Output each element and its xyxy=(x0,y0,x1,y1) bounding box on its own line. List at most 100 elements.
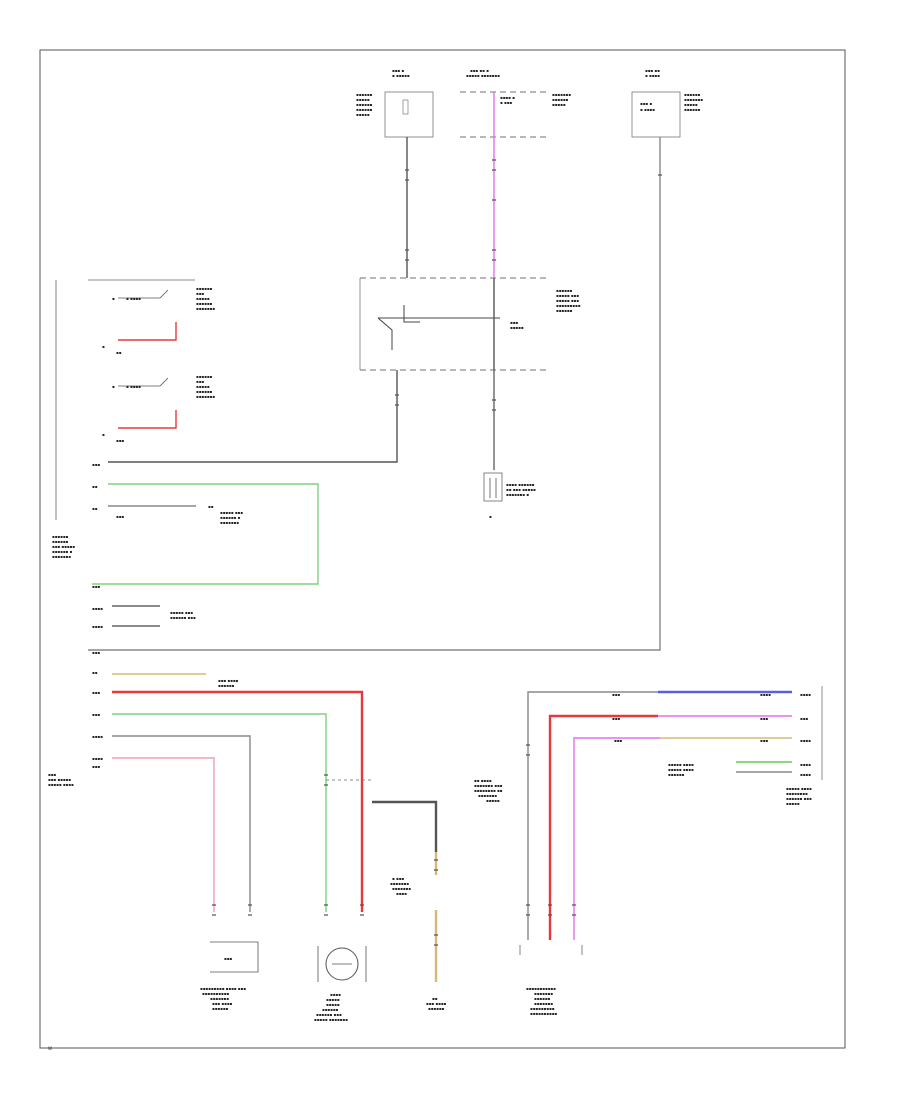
svg-text:▪▪▪▪▪▪▪: ▪▪▪▪▪▪▪ xyxy=(684,97,703,102)
svg-text:▪▪▪▪▪▪: ▪▪▪▪▪▪ xyxy=(684,107,701,112)
svg-text:▪▪▪▪▪▪▪: ▪▪▪▪▪▪▪ xyxy=(552,92,571,97)
svg-text:▪▪▪▪ ▪: ▪▪▪▪ ▪ xyxy=(500,95,515,100)
svg-text:▪▪▪▪▪ ▪▪▪: ▪▪▪▪▪ ▪▪▪ xyxy=(220,510,243,515)
svg-text:▪▪▪▪▪▪▪: ▪▪▪▪▪▪▪ xyxy=(534,1001,553,1006)
fuse-box-center: ▪▪▪ ▪▪ ▪ ▪▪▪▪▪ ▪▪▪▪▪▪▪ ▪▪▪▪ ▪ ▪ ▪▪▪ ▪▪▪▪… xyxy=(460,68,571,138)
wire-ecu-green xyxy=(112,713,327,912)
wire-ecu-pink xyxy=(112,757,215,912)
svg-text:▪▪▪▪▪: ▪▪▪▪▪ xyxy=(552,102,566,107)
svg-text:▪▪▪▪▪ ▪▪▪▪: ▪▪▪▪▪ ▪▪▪▪ xyxy=(668,767,694,772)
svg-text:▪▪: ▪▪ xyxy=(92,506,98,511)
svg-text:▪▪▪: ▪▪▪ xyxy=(614,738,622,743)
svg-text:▪▪▪ ▪▪ ▪: ▪▪▪ ▪▪ ▪ xyxy=(470,68,489,73)
svg-text:▪▪▪▪▪: ▪▪▪▪▪ xyxy=(326,1002,340,1007)
wire-center-black xyxy=(372,800,438,852)
svg-text:▪▪▪: ▪▪▪ xyxy=(760,738,768,743)
svg-text:▪▪▪▪▪: ▪▪▪▪▪ xyxy=(786,801,800,806)
svg-text:▪▪▪▪▪ ▪▪▪▪▪▪▪: ▪▪▪▪▪ ▪▪▪▪▪▪▪ xyxy=(466,73,500,78)
ground-symbol: ▪▪▪▪ ▪▪▪▪▪▪ ▪▪ ▪▪▪ ▪▪▪▪▪ ▪▪▪▪▪▪▪ ▪ ▪ xyxy=(483,472,536,519)
wire-relay-to-ecu-black xyxy=(108,370,398,463)
sensor-right: ▪▪▪▪▪▪▪▪▪▪▪ ▪▪▪▪▪▪▪ ▪▪▪▪▪▪ ▪▪▪▪▪▪▪ ▪▪▪▪▪… xyxy=(519,945,583,1016)
svg-text:▪▪▪▪▪▪: ▪▪▪▪▪▪ xyxy=(196,374,213,379)
svg-text:▪▪▪: ▪▪▪ xyxy=(196,291,204,296)
svg-text:▪▪▪▪▪ ▪▪▪▪: ▪▪▪▪▪ ▪▪▪▪ xyxy=(786,786,812,791)
svg-text:▪▪▪▪▪ ▪▪▪: ▪▪▪▪▪ ▪▪▪ xyxy=(170,610,193,615)
svg-text:▪▪ ▪▪▪▪: ▪▪ ▪▪▪▪ xyxy=(474,778,492,783)
svg-text:▪ ▪▪▪: ▪ ▪▪▪ xyxy=(392,876,404,881)
svg-text:▪▪▪▪ ▪▪▪▪▪▪: ▪▪▪▪ ▪▪▪▪▪▪ xyxy=(506,482,535,487)
svg-text:▪: ▪ xyxy=(102,344,105,349)
motor-center: ▪▪▪▪ ▪▪▪▪▪ ▪▪▪▪▪ ▪▪▪▪▪▪ ▪▪▪▪▪▪ ▪▪▪ ▪▪▪▪▪… xyxy=(314,946,367,1022)
svg-text:▪▪▪▪▪▪: ▪▪▪▪▪▪ xyxy=(356,102,373,107)
right-module-labels: ▪▪▪ ▪▪▪ ▪▪▪ ▪▪▪▪ ▪▪▪ ▪▪▪ ▪▪▪▪ ▪▪▪ ▪▪▪▪ ▪… xyxy=(474,692,812,806)
svg-text:▪▪▪▪▪▪ ▪: ▪▪▪▪▪▪ ▪ xyxy=(52,549,73,554)
svg-text:▪▪▪▪▪▪: ▪▪▪▪▪▪ xyxy=(552,97,569,102)
svg-text:▪▪▪▪: ▪▪▪▪ xyxy=(330,992,341,997)
svg-text:▪▪▪: ▪▪▪ xyxy=(92,584,100,589)
svg-text:▪▪▪: ▪▪▪ xyxy=(92,690,100,695)
wire-fuse-right-gray xyxy=(88,137,661,651)
relay-box: ▪▪▪ ▪▪▪▪▪ ▪▪▪▪▪▪ ▪▪▪▪▪ ▪▪▪ ▪▪▪▪▪ ▪▪▪ ▪▪▪… xyxy=(359,277,581,371)
svg-text:▪▪: ▪▪ xyxy=(92,484,98,489)
svg-text:▪▪▪▪: ▪▪▪▪ xyxy=(92,606,103,611)
svg-text:▪▪▪▪▪▪: ▪▪▪▪▪▪ xyxy=(356,92,373,97)
svg-text:▪: ▪ xyxy=(489,514,492,519)
svg-text:▪▪▪ ▪: ▪▪▪ ▪ xyxy=(640,101,652,106)
wire-ecu-red xyxy=(112,690,364,912)
svg-text:▪▪▪▪: ▪▪▪▪ xyxy=(800,772,811,777)
svg-text:▪▪▪▪: ▪▪▪▪ xyxy=(800,762,811,767)
wire-right-violet-2 xyxy=(573,737,660,940)
svg-text:▪▪▪▪▪: ▪▪▪▪▪ xyxy=(326,997,340,1002)
svg-text:▪: ▪ xyxy=(102,432,105,437)
svg-text:▪: ▪ xyxy=(112,296,115,301)
svg-text:▪▪▪▪▪▪▪▪ ▪▪: ▪▪▪▪▪▪▪▪ ▪▪ xyxy=(474,788,503,793)
svg-text:▪▪▪ ▪▪▪▪: ▪▪▪ ▪▪▪▪ xyxy=(218,678,239,683)
ecu-pin-column: ▪▪▪ ▪▪▪▪ ▪▪▪▪ ▪▪▪ ▪▪ ▪▪▪ ▪▪▪ ▪▪▪▪ ▪▪▪▪ ▪… xyxy=(48,584,103,787)
svg-text:▪▪▪▪▪▪: ▪▪▪▪▪▪ xyxy=(218,683,235,688)
fuse-box-left: ▪▪▪ ▪ ▪ ▪▪▪▪▪ ▪▪▪▪▪▪ ▪▪▪▪▪ ▪▪▪▪▪▪ ▪▪▪▪▪▪… xyxy=(356,68,434,138)
svg-text:▪ ▪▪▪▪: ▪ ▪▪▪▪ xyxy=(126,296,141,301)
svg-text:▪▪▪▪: ▪▪▪▪ xyxy=(800,692,811,697)
svg-text:▪▪▪: ▪▪▪ xyxy=(510,320,518,325)
center-labels: ▪ ▪▪▪ ▪▪▪▪▪▪▪ ▪▪▪▪▪▪▪ ▪▪▪▪ ▪▪ ▪▪▪ ▪▪▪▪ ▪… xyxy=(390,876,447,1011)
svg-text:▪▪▪▪▪▪: ▪▪▪▪▪▪ xyxy=(556,288,573,293)
svg-text:▪▪▪▪▪▪: ▪▪▪▪▪▪ xyxy=(534,996,551,1001)
svg-text:▪▪▪▪▪▪▪: ▪▪▪▪▪▪▪ xyxy=(196,306,215,311)
svg-text:▪▪▪: ▪▪▪ xyxy=(760,716,768,721)
switch-upper: ▪ ▪ ▪▪▪▪ ▪▪▪▪▪▪ ▪▪▪ ▪▪▪▪▪ ▪▪▪▪▪▪ ▪▪▪▪▪▪▪ xyxy=(112,286,215,311)
svg-text:▪▪▪ ▪▪: ▪▪▪ ▪▪ xyxy=(645,68,660,73)
svg-text:▪▪▪▪▪▪▪: ▪▪▪▪▪▪▪ xyxy=(392,886,411,891)
svg-text:▪▪▪▪▪ ▪▪▪▪▪▪▪: ▪▪▪▪▪ ▪▪▪▪▪▪▪ xyxy=(314,1017,348,1022)
svg-text:▪▪▪▪: ▪▪▪▪ xyxy=(800,738,811,743)
svg-text:▪▪▪: ▪▪▪ xyxy=(800,716,808,721)
wire-ecu-gray xyxy=(112,735,251,912)
svg-text:▪▪▪▪▪: ▪▪▪▪▪ xyxy=(196,384,210,389)
svg-text:▪▪▪: ▪▪▪ xyxy=(92,650,100,655)
switch-lower: ▪ ▪ ▪▪▪▪ ▪▪▪▪▪▪ ▪▪▪ ▪▪▪▪▪ ▪▪▪▪▪▪ ▪▪▪▪▪▪▪ xyxy=(112,374,215,399)
svg-text:▪▪▪: ▪▪▪ xyxy=(92,462,100,467)
svg-text:▪▪▪ ▪▪▪▪▪: ▪▪▪ ▪▪▪▪▪ xyxy=(52,544,75,549)
svg-text:▪▪▪▪: ▪▪▪▪ xyxy=(92,756,103,761)
svg-text:▪▪▪▪▪ ▪▪▪: ▪▪▪▪▪ ▪▪▪ xyxy=(556,298,579,303)
wire-right-red xyxy=(548,714,658,940)
svg-text:▪▪▪▪▪▪▪▪▪: ▪▪▪▪▪▪▪▪▪ xyxy=(556,303,581,308)
svg-text:▪▪▪▪▪▪▪: ▪▪▪▪▪▪▪ xyxy=(210,996,229,1001)
svg-text:▪▪▪▪▪▪▪ ▪▪▪: ▪▪▪▪▪▪▪ ▪▪▪ xyxy=(474,783,503,788)
svg-text:▪▪▪▪▪▪▪▪▪: ▪▪▪▪▪▪▪▪▪ xyxy=(530,1006,555,1011)
svg-text:▪▪: ▪▪ xyxy=(432,996,438,1001)
svg-text:▪▪▪▪▪▪▪▪▪ ▪▪▪▪ ▪▪▪: ▪▪▪▪▪▪▪▪▪ ▪▪▪▪ ▪▪▪ xyxy=(200,986,246,991)
svg-text:▪▪▪▪▪▪ ▪: ▪▪▪▪▪▪ ▪ xyxy=(220,515,241,520)
svg-text:▪▪▪▪▪▪: ▪▪▪▪▪▪ xyxy=(196,389,213,394)
svg-text:▪▪▪▪▪▪: ▪▪▪▪▪▪ xyxy=(52,539,69,544)
svg-text:▪▪▪▪▪▪▪▪▪▪▪: ▪▪▪▪▪▪▪▪▪▪▪ xyxy=(526,986,556,991)
svg-text:▪▪▪▪▪▪ ▪▪▪: ▪▪▪▪▪▪ ▪▪▪ xyxy=(170,615,196,620)
svg-text:▪▪▪▪▪▪▪: ▪▪▪▪▪▪▪ xyxy=(534,991,553,996)
svg-text:▪▪▪: ▪▪▪ xyxy=(612,716,620,721)
svg-text:▪▪▪: ▪▪▪ xyxy=(48,772,56,777)
svg-text:▪▪▪▪▪ ▪▪▪▪: ▪▪▪▪▪ ▪▪▪▪ xyxy=(48,782,74,787)
svg-text:▪▪▪ ▪: ▪▪▪ ▪ xyxy=(392,68,404,73)
wire-switch-lower-red xyxy=(118,410,177,429)
svg-text:▪▪: ▪▪ xyxy=(208,504,214,509)
svg-text:▪▪▪▪: ▪▪▪▪ xyxy=(92,624,103,629)
